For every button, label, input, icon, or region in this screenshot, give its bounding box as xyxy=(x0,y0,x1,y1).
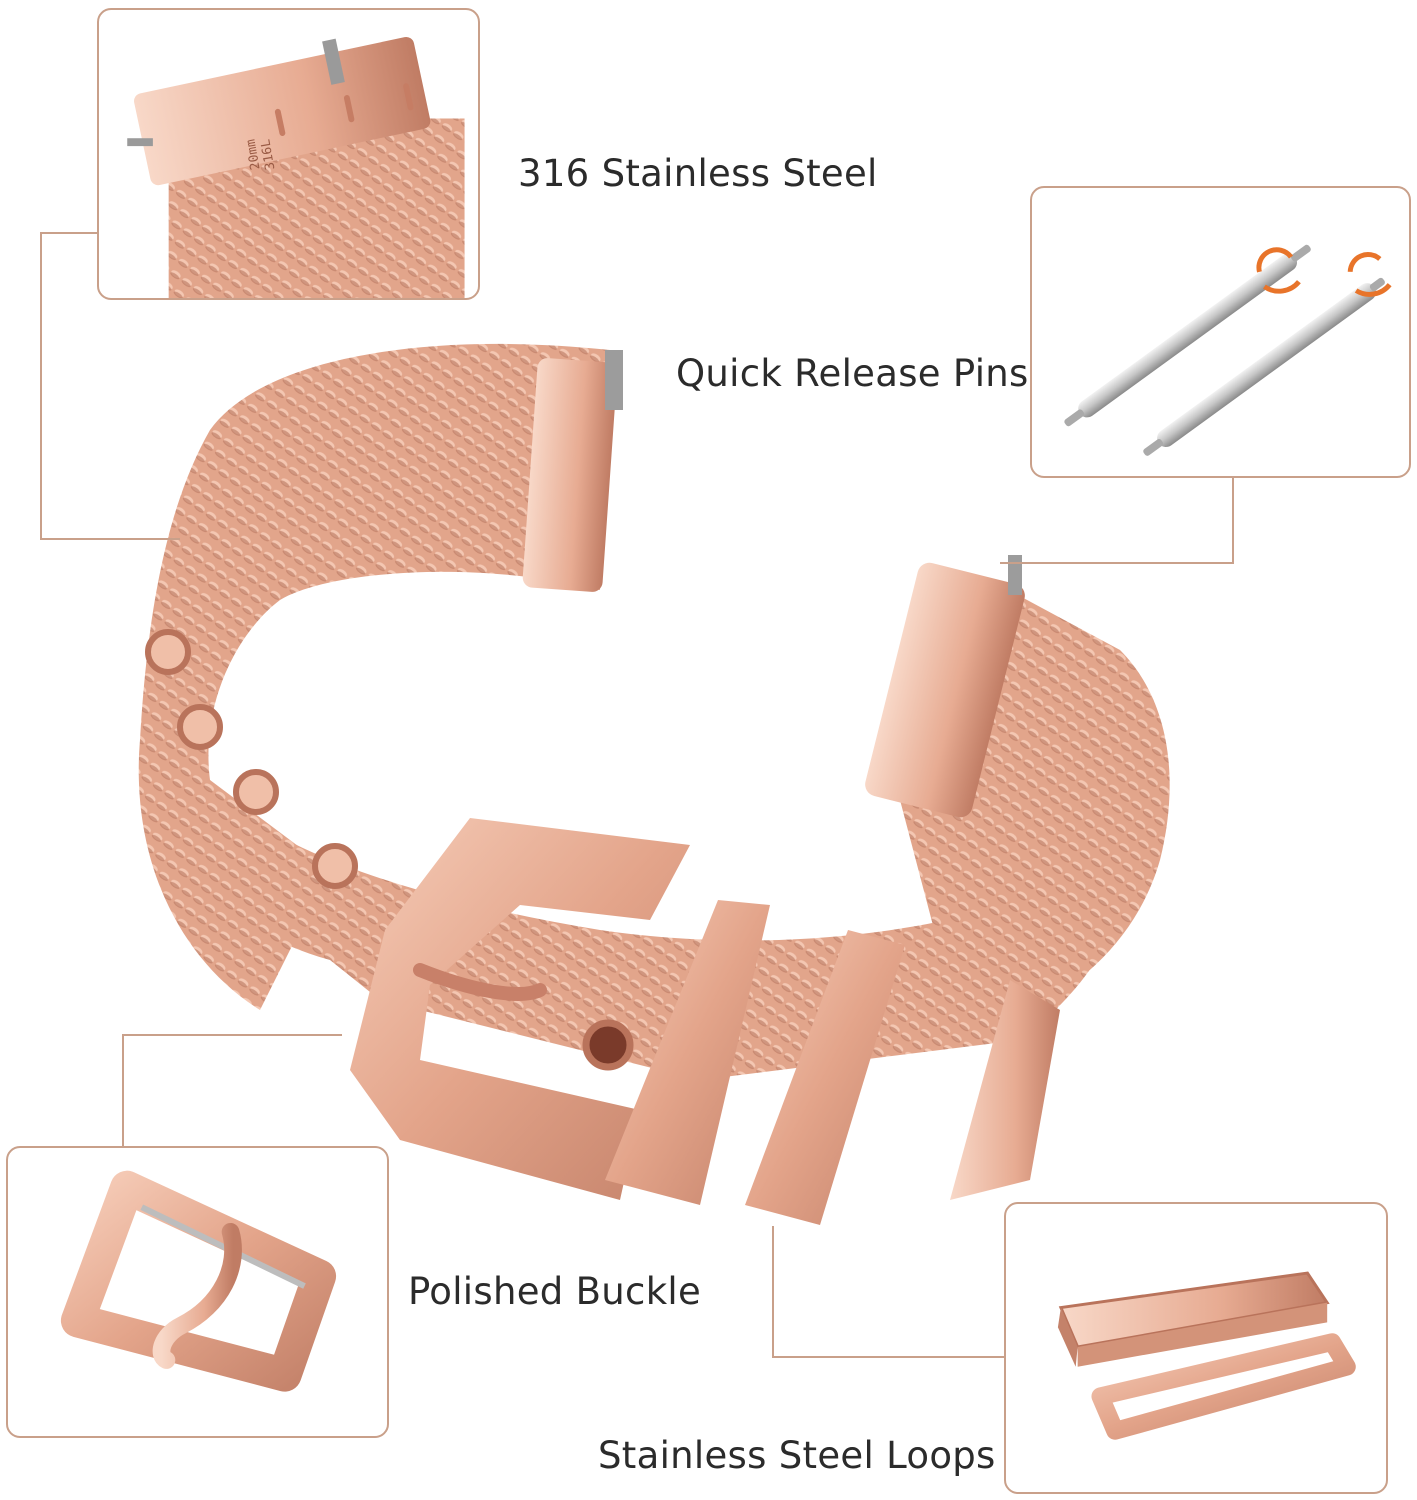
leader-line-buckle xyxy=(122,1034,124,1146)
label-polished-buckle: Polished Buckle xyxy=(408,1270,702,1313)
spring-bar-1 xyxy=(1064,244,1311,427)
buckle-tongue xyxy=(413,963,547,1001)
buckle-image xyxy=(60,1170,337,1392)
inset-mesh-closeup: 20mm 316L xyxy=(97,8,480,300)
leader-line-loops xyxy=(772,1226,774,1358)
leader-line-pins-bottom xyxy=(1000,562,1234,564)
mesh-stamp-grade: 316L xyxy=(258,138,278,171)
end-piece-left xyxy=(522,358,618,592)
leader-line-loops-bottom xyxy=(772,1356,1004,1358)
inset-quick-release-pins xyxy=(1030,186,1411,478)
mesh-closeup-image: 20mm 316L xyxy=(127,36,465,298)
strap-loop-1 xyxy=(605,900,770,1205)
strap-end-keeper xyxy=(950,980,1060,1200)
leader-line-buckle-top xyxy=(122,1034,342,1036)
strap-holes xyxy=(145,629,634,1071)
mesh-stamp-size: 20mm xyxy=(243,138,263,171)
inset-steel-loops xyxy=(1004,1202,1388,1494)
loops-image xyxy=(1057,1271,1356,1440)
end-piece-right xyxy=(865,562,1025,818)
inset-polished-buckle xyxy=(6,1146,389,1438)
strap-loop-2 xyxy=(745,930,905,1225)
leader-line-steel-bottom xyxy=(40,538,180,540)
label-316-stainless-steel: 316 Stainless Steel xyxy=(518,152,878,195)
leader-line-pins xyxy=(1232,476,1234,564)
leader-line-steel xyxy=(40,232,42,540)
buckle xyxy=(350,818,690,1200)
spring-bar-2 xyxy=(1143,277,1385,456)
leader-line-steel-top xyxy=(40,232,100,234)
label-quick-release-pins: Quick Release Pins xyxy=(676,352,1029,395)
pins-image xyxy=(1064,244,1392,456)
label-stainless-steel-loops: Stainless Steel Loops xyxy=(598,1434,996,1477)
